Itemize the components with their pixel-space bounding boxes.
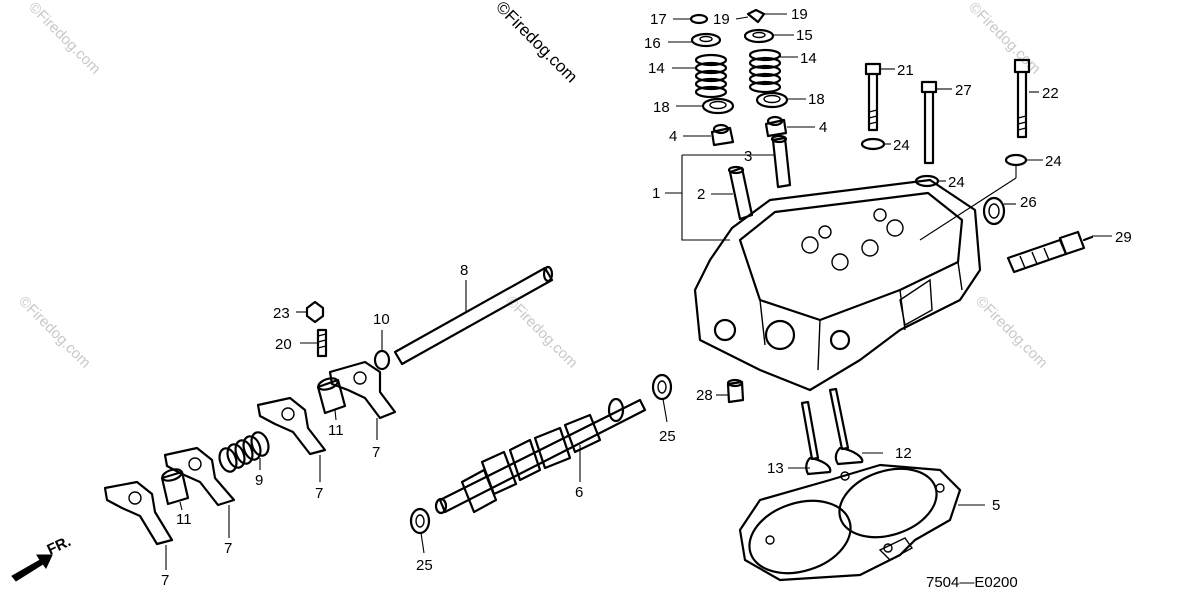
rocker-spring-part	[218, 431, 270, 473]
callout-24b: 24	[948, 174, 965, 191]
callout-28: 28	[696, 387, 713, 404]
callout-15: 15	[796, 27, 813, 44]
leader-25a	[662, 398, 668, 423]
spark-plug-part	[1006, 230, 1094, 274]
front-direction-arrow: FR.	[11, 533, 74, 582]
valve-spring-part	[694, 48, 782, 99]
callout-10: 10	[373, 311, 390, 328]
bracket-part-1	[681, 154, 740, 241]
callout-21: 21	[897, 62, 914, 79]
callout-22: 22	[1042, 85, 1059, 102]
callout-29: 29	[1115, 229, 1132, 246]
watermarks: ©Firedog.com ©Firedog.com ©Firedog.com ©…	[15, 0, 1051, 372]
oil-seal-part	[982, 196, 1006, 226]
callout-9: 9	[255, 472, 263, 489]
callout-14a: 14	[648, 60, 665, 77]
callout-7a: 7	[372, 444, 380, 461]
callout-19a: 19	[713, 11, 730, 28]
leader-11b	[179, 501, 183, 511]
callout-7d: 7	[161, 572, 169, 589]
head-gasket-part	[738, 463, 962, 582]
callout-11a: 11	[328, 422, 344, 439]
spring-retainer-left	[690, 32, 722, 48]
head-bolt-part	[864, 58, 1031, 165]
leader-19a	[735, 16, 749, 20]
callout-7b: 7	[315, 485, 323, 502]
callout-12: 12	[895, 445, 912, 462]
callout-11b: 11	[176, 511, 192, 528]
callout-labels: 1 2 3 4 4 5 6 7 7 7 7 8 9 10 11 11 12 13…	[161, 6, 1132, 589]
spring-retainer-right	[743, 28, 775, 44]
watermark-mid-right: ©Firedog.com	[972, 293, 1051, 372]
callout-8: 8	[460, 262, 468, 279]
valve-cap	[689, 13, 709, 25]
shaft-ring-part	[373, 349, 391, 371]
valve-part	[800, 387, 864, 476]
valve-stem-seal-part	[710, 115, 788, 147]
callout-18a: 18	[653, 99, 670, 116]
callout-24c: 24	[1045, 153, 1062, 170]
callout-19b: 19	[791, 6, 808, 23]
thrust-washer-25a	[651, 373, 673, 401]
watermark-mid-center: ©Firedog.com	[502, 293, 581, 372]
callout-14b: 14	[800, 50, 817, 67]
front-direction-label: FR.	[45, 533, 74, 559]
watermark-center-top: ©Firedog.com	[492, 0, 581, 86]
washer-24c	[1004, 153, 1028, 167]
leader-11a	[334, 409, 337, 421]
callout-24a: 24	[893, 137, 910, 154]
callout-17: 17	[650, 11, 667, 28]
watermark-top-right: ©Firedog.com	[965, 0, 1044, 78]
rocker-shaft-part	[393, 265, 554, 366]
callout-4b: 4	[819, 119, 827, 136]
diagram-code: 7504—E0200	[926, 574, 1018, 591]
dowel-pin-part	[726, 380, 745, 404]
valve-cotter	[746, 8, 766, 24]
callout-5: 5	[992, 497, 1000, 514]
callout-26: 26	[1020, 194, 1037, 211]
callout-13: 13	[767, 460, 784, 477]
thrust-washer-25b	[409, 507, 431, 535]
lock-nut-part	[305, 300, 325, 324]
callout-23: 23	[273, 305, 290, 322]
callout-25a: 25	[659, 428, 676, 445]
leader-bolt-line-2	[919, 177, 1017, 241]
spring-seat-right	[755, 91, 789, 109]
leader-25b	[420, 532, 425, 554]
callout-3: 3	[744, 148, 752, 165]
callout-25b: 25	[416, 557, 433, 574]
valve-guide-part	[727, 134, 792, 221]
washer-24a	[860, 137, 886, 151]
callout-18b: 18	[808, 91, 825, 108]
callout-27: 27	[955, 82, 972, 99]
rocker-arm-part	[103, 360, 397, 546]
watermark-mid-left: ©Firedog.com	[15, 293, 94, 372]
camshaft-part	[434, 397, 647, 515]
callout-7c: 7	[224, 540, 232, 557]
callout-2: 2	[697, 186, 705, 203]
collar-part	[160, 377, 347, 506]
callout-4a: 4	[669, 128, 677, 145]
cylinder-head-part	[693, 178, 982, 392]
callout-20: 20	[275, 336, 292, 353]
callout-16: 16	[644, 35, 661, 52]
callout-1: 1	[652, 185, 660, 202]
watermark-top-left: ©Firedog.com	[25, 0, 104, 78]
callout-6: 6	[575, 484, 583, 501]
